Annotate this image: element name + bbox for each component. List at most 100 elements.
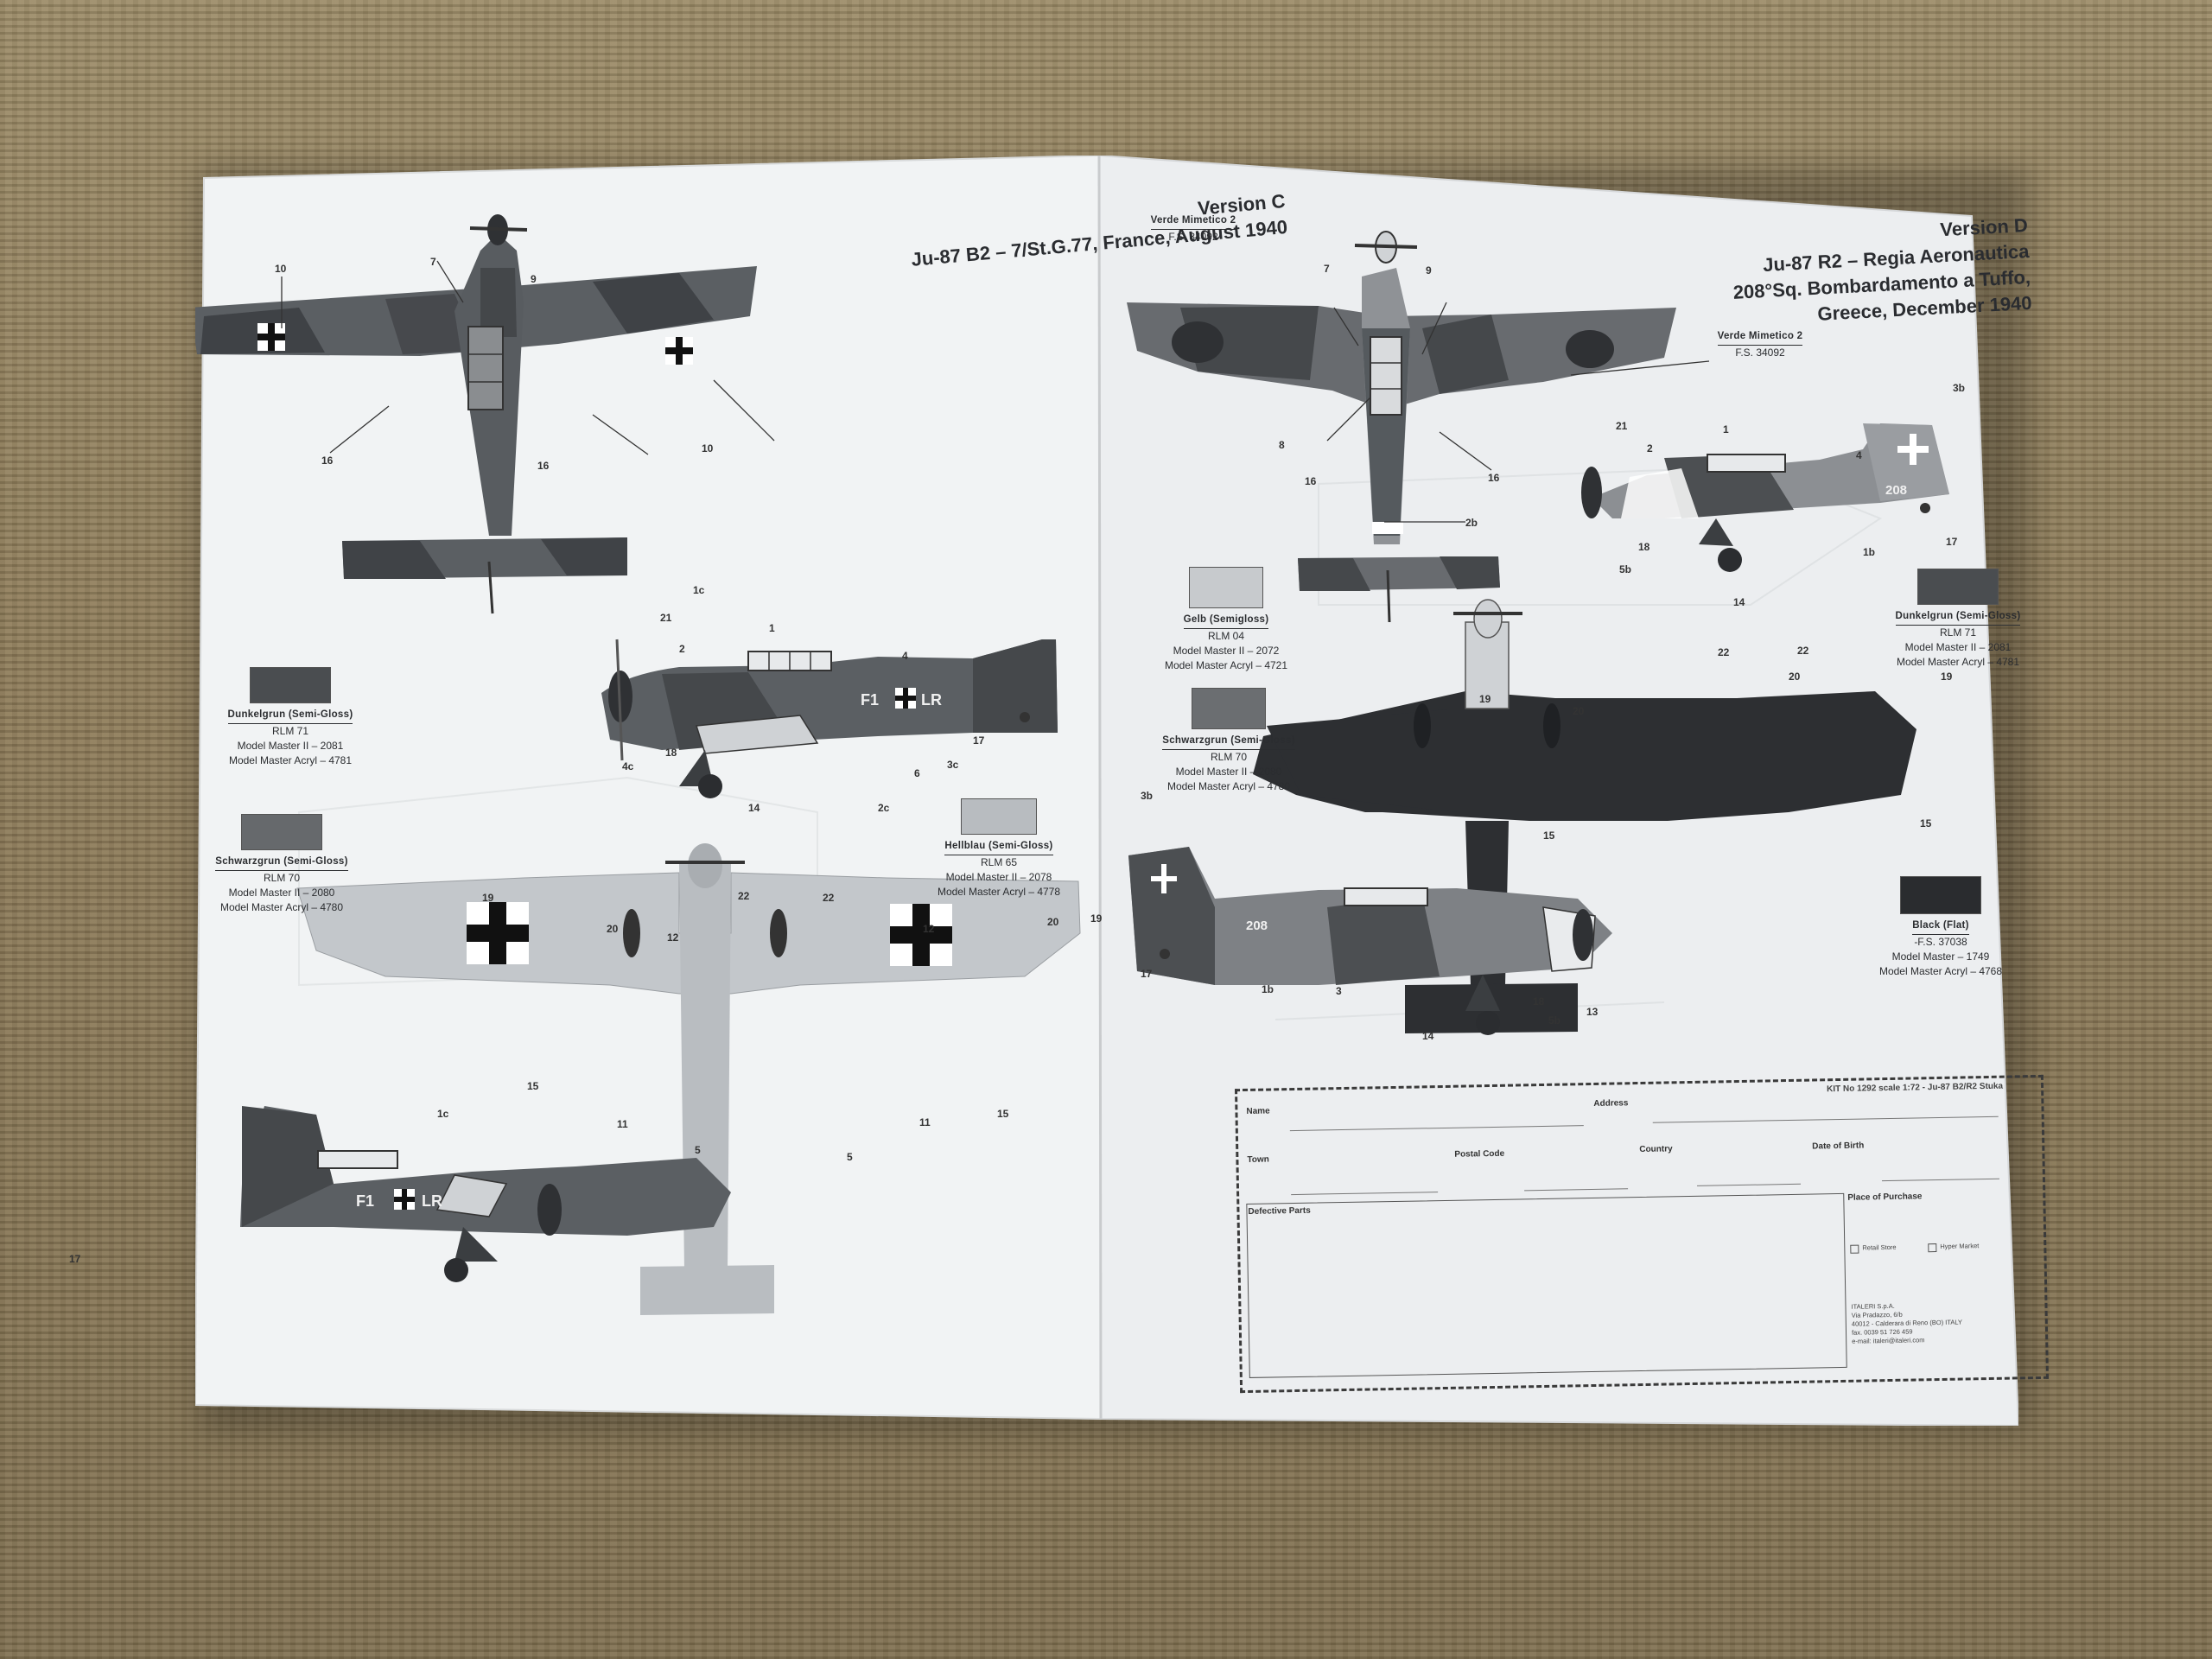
callout-number: 19	[1090, 912, 1103, 925]
spine-fold	[1097, 156, 1103, 1420]
paint-chip-schwarzgrun-c: Schwarzgrun (Semi-Gloss) RLM 70 Model Ma…	[187, 814, 377, 915]
callout-number: 4	[902, 650, 908, 662]
callout-number: 11	[919, 1116, 931, 1128]
company-fax: fax. 0039 51 726 459	[1851, 1327, 1913, 1337]
form-line	[1697, 1183, 1802, 1186]
callout-number: 22	[823, 892, 835, 904]
paint-swatch	[1189, 567, 1263, 608]
callout-number: 13	[1586, 1006, 1599, 1018]
callout-number: 12	[923, 923, 935, 935]
form-label-town: Town	[1247, 1154, 1269, 1165]
callout-number: 2	[679, 643, 685, 655]
callout-number: 9	[531, 273, 537, 285]
version-d-side-view-upper: 208	[1581, 423, 1949, 572]
callout-number: 15	[1543, 830, 1555, 842]
callout-number: 3b	[1953, 382, 1966, 394]
kit-number-line: KIT No 1292 scale 1:72 - Ju-87 B2/R2 Stu…	[1827, 1081, 2004, 1095]
callout-number: 22	[738, 890, 750, 902]
callout-number: 6	[914, 767, 920, 779]
callout-number: 5	[695, 1144, 701, 1156]
callout-number: 3c	[947, 759, 959, 771]
callout-number: 18	[1638, 541, 1650, 553]
instruction-sheet: F1 LR F1 LR	[69, 156, 2050, 1426]
form-label-address: Address	[1593, 1098, 1629, 1109]
paint-chip-schwarzgrun-d: Schwarzgrun (Semi-Gloss) RLM 70 Model Ma…	[1151, 688, 1306, 794]
callout-number: 18	[1533, 995, 1545, 1007]
form-label-name: Name	[1246, 1106, 1270, 1116]
version-d-side-view-lower: 208	[1128, 847, 1612, 1035]
callout-number: 20	[1047, 916, 1059, 928]
callout-number: 5b	[1619, 563, 1632, 575]
callout-number: 19	[1941, 671, 1953, 683]
callout-number: 19	[482, 892, 494, 904]
paint-chip-gelb-d: Gelb (Semigloss) RLM 04 Model Master II …	[1153, 567, 1300, 673]
paint-swatch	[1900, 876, 1981, 914]
callout-number: 4c	[622, 760, 634, 772]
paint-chip-dunkelgrun-c: Dunkelgrun (Semi-Gloss) RLM 71 Model Mas…	[195, 667, 385, 768]
form-label-postal-code: Postal Code	[1454, 1148, 1505, 1160]
callout-number: 14	[1422, 1030, 1434, 1042]
retail-store-checkbox[interactable]	[1850, 1244, 1859, 1254]
paint-swatch	[250, 667, 331, 703]
callout-number: 21	[1616, 420, 1628, 432]
callout-number: 1	[769, 622, 775, 634]
callout-number: 16	[537, 460, 550, 472]
callout-number: 1c	[437, 1108, 449, 1120]
form-label-country: Country	[1639, 1144, 1673, 1155]
callout-number: 15	[527, 1080, 539, 1092]
callout-number: 19	[1479, 693, 1491, 705]
callout-number: 21	[660, 612, 672, 624]
callout-number: 2b	[1465, 517, 1478, 529]
form-label-date-of-birth: Date of Birth	[1812, 1141, 1865, 1152]
svg-text:LR: LR	[921, 691, 942, 709]
callout-number: 1b	[1262, 983, 1274, 995]
leader-lines	[281, 260, 1710, 523]
company-email: e-mail: italeri@italeri.com	[1852, 1336, 1925, 1345]
paint-chip-hellblau-c: Hellblau (Semi-Gloss) RLM 65 Model Maste…	[912, 798, 1085, 899]
callout-number: 2	[1647, 442, 1653, 454]
callout-number: 12	[667, 931, 679, 944]
version-c-side-view-upper: F1 LR	[601, 639, 1058, 798]
callout-number: 5	[847, 1151, 853, 1163]
form-line	[1652, 1116, 1999, 1123]
form-line	[1289, 1125, 1584, 1132]
callout-number: 1c	[693, 584, 705, 596]
callout-number: 17	[1946, 536, 1958, 548]
callout-number: 9	[1426, 264, 1432, 276]
paint-label-verde-mimetico-1: Verde Mimetico 2 F.S. 34092	[1150, 215, 1236, 243]
callout-number: 22	[1718, 646, 1730, 658]
paint-swatch	[961, 798, 1037, 835]
svg-text:208: 208	[1246, 918, 1268, 933]
callout-number: 4	[1856, 449, 1862, 461]
paint-swatch	[1917, 569, 1999, 605]
hyper-market-checkbox[interactable]	[1928, 1243, 1937, 1253]
callout-number: 8	[1279, 439, 1285, 451]
callout-number: 1	[1723, 423, 1729, 435]
paint-chip-black-d: Black (Flat) -F.S. 37038 Model Master – …	[1854, 876, 2027, 979]
callout-number: 14	[748, 802, 760, 814]
form-line	[1291, 1192, 1439, 1196]
callout-number: 20	[1789, 671, 1801, 683]
sheet-artwork: F1 LR F1 LR	[195, 156, 2018, 1426]
callout-number: 14	[1733, 596, 1745, 608]
callout-number: 5b	[1548, 1014, 1561, 1027]
callout-number: 17	[1141, 968, 1153, 980]
form-line	[1881, 1178, 1999, 1182]
company-name: ITALERI S.p.A.	[1851, 1301, 1895, 1311]
paint-chip-dunkelgrun-d: Dunkelgrun (Semi-Gloss) RLM 71 Model Mas…	[1872, 569, 2044, 670]
form-label-place-of-purchase: Place of Purchase	[1847, 1192, 1923, 1203]
svg-text:LR: LR	[422, 1192, 442, 1210]
callout-number: 15	[1920, 817, 1932, 830]
callout-number: 7	[430, 256, 436, 268]
callout-number: 2c	[878, 802, 890, 814]
fuselage-code-left-c-upper: F1	[861, 691, 879, 709]
callout-number: 3b	[1141, 790, 1154, 802]
paint-swatch	[241, 814, 322, 850]
callout-number: 10	[275, 263, 287, 275]
retail-store-label: Retail Store	[1862, 1243, 1897, 1252]
callout-number: 3	[1336, 985, 1342, 997]
version-c-side-view-lower: F1 LR	[240, 1106, 731, 1282]
callout-number: 17	[69, 1253, 81, 1265]
defective-parts-box[interactable]	[1246, 1192, 1847, 1378]
callout-number: 10	[702, 442, 714, 454]
